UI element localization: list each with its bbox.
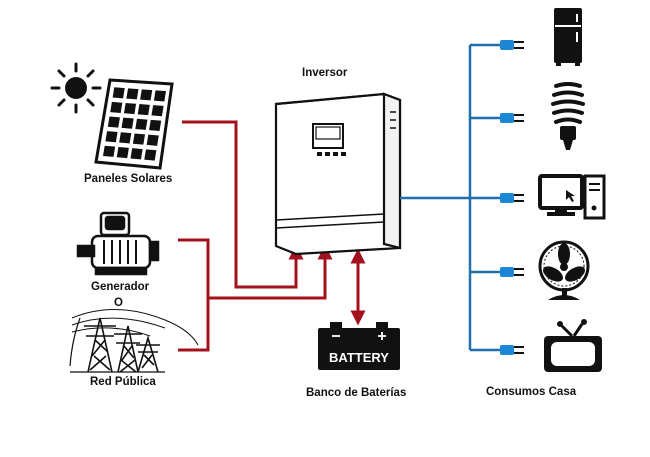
solar-cell — [107, 116, 120, 128]
solar-cell — [126, 88, 139, 100]
solar-cell — [153, 90, 166, 102]
solar-cell — [144, 149, 157, 161]
plugs — [500, 40, 524, 355]
fridge-icon — [554, 8, 582, 66]
generator-icon — [76, 211, 160, 276]
label-inverter: Inversor — [302, 67, 348, 79]
solar-cell — [121, 117, 134, 129]
label-generator: Generador — [91, 281, 150, 293]
tv-icon — [544, 319, 602, 372]
solar-cell — [130, 148, 143, 160]
label-grid: Red Pública — [90, 376, 156, 388]
output-wiring — [400, 43, 500, 352]
solar-cell — [105, 131, 118, 143]
solar-cell — [119, 132, 132, 144]
label-solar-panels: Paneles Solares — [84, 173, 173, 185]
solar-cell — [112, 87, 125, 99]
label-or: O — [114, 297, 123, 309]
plug-icon — [500, 345, 524, 355]
computer-icon — [538, 174, 606, 220]
plug-icon — [500, 113, 524, 123]
solar-cell — [116, 146, 129, 159]
lightbulb-icon — [551, 82, 585, 150]
label-battery-bank: Banco de Baterías — [306, 387, 407, 399]
plug-icon — [500, 267, 524, 277]
solar-cell — [149, 119, 162, 132]
solar-cell — [103, 145, 116, 157]
inverter-icon — [274, 92, 402, 256]
solar-cell — [151, 105, 164, 117]
power-grid-icon — [69, 309, 199, 373]
plug-icon — [500, 40, 524, 50]
solar-cell — [135, 118, 148, 130]
sun-icon — [50, 62, 102, 114]
solar-panel-icon — [94, 78, 174, 170]
fan-icon — [538, 240, 590, 300]
label-house-loads: Consumos Casa — [486, 386, 577, 398]
solar-cell — [132, 133, 146, 145]
battery-icon: BATTERY — [318, 322, 400, 370]
solar-cell — [140, 89, 153, 101]
solar-cell — [146, 134, 159, 146]
solar-cell — [123, 102, 137, 115]
battery-text: BATTERY — [329, 350, 389, 365]
solar-cell — [137, 104, 150, 116]
input-wiring — [178, 120, 366, 352]
solar-cell — [110, 101, 123, 113]
plug-icon — [500, 193, 524, 203]
